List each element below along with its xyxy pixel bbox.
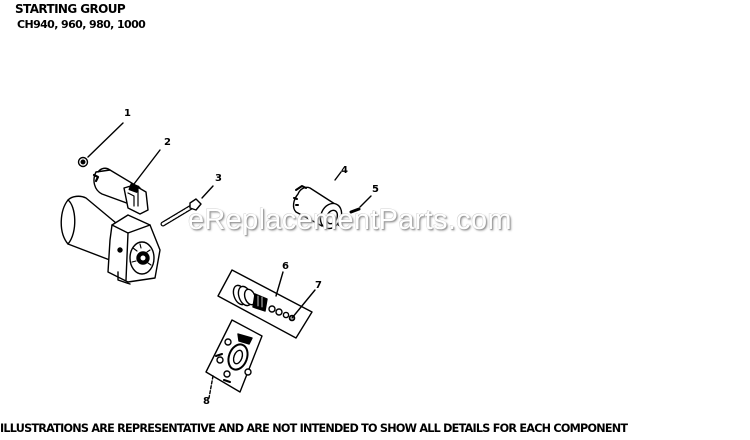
starter-motor-part-icon: [60, 149, 161, 285]
callout-3: 3: [215, 173, 222, 184]
solenoid-part-icon: [292, 171, 343, 230]
drive-kit-part-icon: [217, 269, 316, 339]
callout-4: 4: [341, 165, 348, 176]
solenoid-screw-part-icon: [349, 195, 372, 214]
callout-7: 7: [315, 280, 322, 291]
through-bolt-part-icon: [160, 185, 214, 227]
callout-6: 6: [282, 261, 289, 272]
callout-1: 1: [124, 108, 131, 119]
callout-2: 2: [164, 137, 171, 148]
brush-holder-kit-part-icon: [205, 319, 263, 399]
nut-part-icon: [77, 122, 124, 168]
diagram-title: STARTING GROUP: [15, 2, 126, 16]
watermark: eReplacementParts.com: [188, 204, 512, 236]
callout-5: 5: [372, 184, 379, 195]
callout-8: 8: [203, 396, 210, 407]
disclaimer-footer: ILLUSTRATIONS ARE REPRESENTATIVE AND ARE…: [0, 422, 628, 435]
model-list: CH940, 960, 980, 1000: [17, 18, 146, 31]
